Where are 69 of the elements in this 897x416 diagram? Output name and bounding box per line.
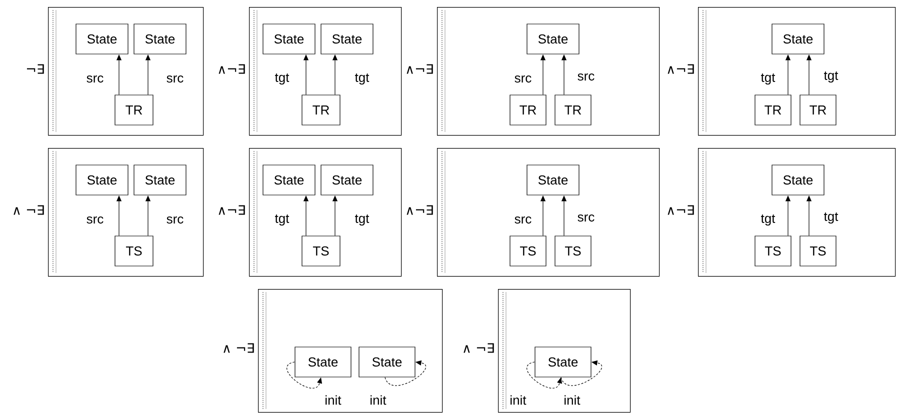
edge-label: src [165, 215, 185, 225]
quantifier-label: ¬∃ [26, 64, 44, 74]
edge-label: init [508, 394, 528, 406]
quantifier-label: ∧¬∃ [668, 64, 694, 74]
state-box: State [358, 346, 416, 378]
edge-label: tgt [760, 72, 776, 86]
state-box: State [294, 346, 352, 378]
state-box: State [76, 24, 128, 54]
edge-label: tgt [274, 72, 290, 86]
element-box: TR [800, 94, 836, 126]
edge-label: init [324, 394, 342, 406]
quantifier-label: ∧ ¬∃ [224, 343, 254, 353]
element-box: TR [302, 94, 340, 126]
state-box: State [262, 24, 316, 54]
quantifier-label: ∧ ¬∃ [14, 205, 44, 215]
quantifier-label: ∧ ¬∃ [464, 343, 494, 353]
state-box: State [134, 164, 186, 196]
constraint-box [698, 148, 896, 277]
element-box: TR [114, 94, 154, 126]
state-box: State [534, 346, 592, 378]
constraint-box [258, 289, 443, 413]
edge-label: tgt [760, 213, 776, 227]
state-box: State [262, 164, 316, 196]
state-box: State [134, 24, 186, 54]
edge-label: src [513, 74, 533, 84]
element-box: TR [754, 94, 792, 126]
state-box: State [320, 24, 374, 54]
edge-label: src [85, 215, 105, 225]
element-box: TS [302, 236, 340, 266]
constraint-box [249, 148, 402, 277]
quantifier-label: ∧¬∃ [218, 64, 245, 74]
element-box: TR [510, 94, 546, 126]
quantifier-label: ∧¬∃ [406, 205, 433, 215]
constraint-box [48, 148, 204, 277]
state-box: State [772, 24, 824, 54]
constraint-box [437, 7, 660, 136]
edge-label: tgt [822, 70, 840, 84]
edge-label: src [576, 72, 596, 82]
edge-label: tgt [822, 211, 840, 225]
loop-arrow [384, 360, 426, 386]
quantifier-label: ∧¬∃ [406, 64, 433, 74]
edge-label: src [165, 74, 185, 84]
quantifier-label: ∧¬∃ [218, 205, 245, 215]
edge-label: init [368, 394, 388, 406]
state-box: State [526, 164, 580, 196]
edge-label: src [513, 215, 533, 225]
edge-label: tgt [354, 213, 370, 227]
element-box: TS [554, 236, 592, 266]
state-box: State [76, 164, 128, 196]
loop-arrow [560, 360, 602, 386]
edge-label: src [85, 74, 105, 84]
constraint-box [437, 148, 660, 277]
element-box: TS [510, 236, 546, 266]
state-box: State [526, 24, 580, 54]
element-box: TR [554, 94, 592, 126]
constraint-box [48, 7, 204, 136]
constraint-box [498, 289, 631, 413]
element-box: TS [114, 236, 154, 266]
state-box: State [772, 164, 824, 196]
edge-label: tgt [274, 213, 290, 227]
element-box: TS [754, 236, 792, 266]
edge-label: init [562, 394, 582, 406]
edge-label: src [576, 213, 596, 223]
constraint-box [249, 7, 402, 136]
edge-label: tgt [354, 72, 370, 86]
element-box: TS [800, 236, 836, 266]
constraint-box [698, 7, 896, 136]
quantifier-label: ∧¬∃ [668, 205, 694, 215]
state-box: State [320, 164, 374, 196]
